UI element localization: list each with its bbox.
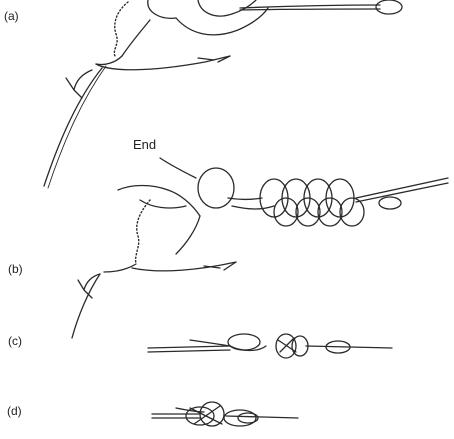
hook-a <box>44 56 230 188</box>
hand-outline-b <box>104 186 200 273</box>
end-label: End <box>133 137 156 152</box>
wrap-loops-b <box>198 168 364 226</box>
panel-label-a: (a) <box>4 9 19 23</box>
panel-b-illustration <box>72 158 448 338</box>
panel-label-d: (d) <box>7 404 22 418</box>
line-right-c <box>306 346 392 348</box>
end-pointer-line <box>160 158 196 178</box>
line-and-eye-b <box>356 178 448 209</box>
knot-c <box>228 334 308 358</box>
panel-c-illustration <box>148 334 392 358</box>
eye-d <box>238 413 258 423</box>
line-right-d <box>226 416 298 418</box>
panel-a-illustration <box>44 0 402 188</box>
line-left-c <box>148 346 230 348</box>
hook-b <box>72 262 236 338</box>
panel-label-b: (b) <box>8 262 23 276</box>
panel-d-illustration <box>152 402 298 426</box>
panel-label-c: (c) <box>8 334 22 348</box>
